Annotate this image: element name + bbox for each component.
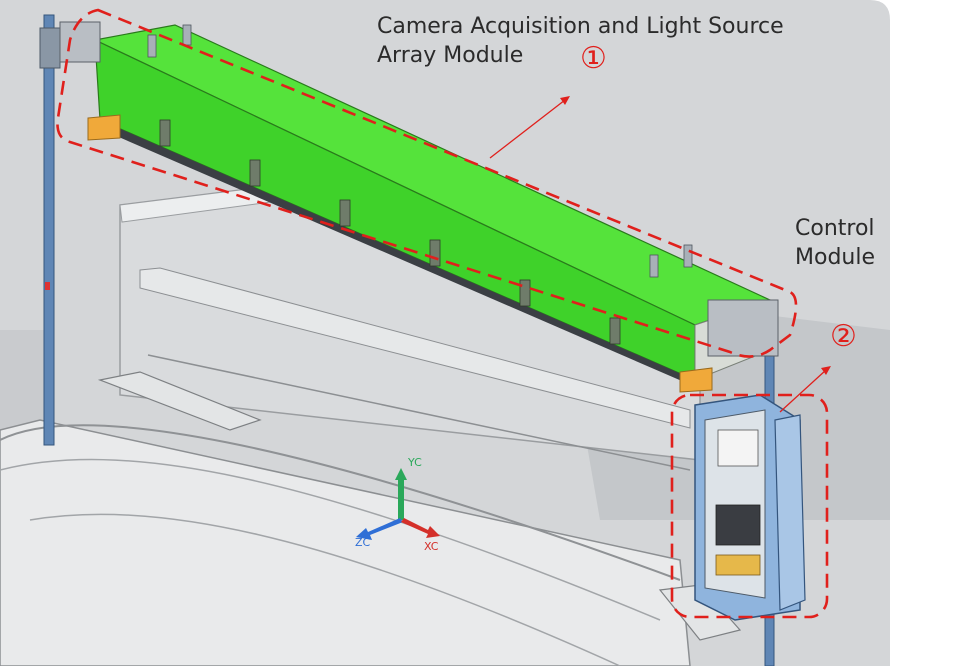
- camera-module-base-rail: [98, 120, 698, 388]
- module-1-number: ①: [580, 41, 607, 76]
- left-end-bracket: [87, 114, 121, 141]
- module-2-number: ②: [830, 319, 857, 354]
- leader-arrow-module-1: [489, 96, 570, 159]
- callout-outline-module-2: [670, 393, 829, 619]
- leader-arrow-module-2: [779, 366, 831, 413]
- machine-rail: [139, 267, 691, 429]
- left-pole-clamp: [39, 27, 61, 69]
- roller-edge-1: [0, 424, 681, 581]
- roller-edge-2: [0, 458, 661, 621]
- callout-outline-module-1: [56, 8, 798, 358]
- zc-axis-arrow: [356, 518, 403, 540]
- front-bracket-right: [658, 584, 742, 641]
- pole-marker: [45, 282, 50, 290]
- module-2-title: Control Module: [795, 214, 875, 272]
- module-2-title-line-2: Module: [795, 245, 875, 270]
- module-1-title-line-2: Array Module: [377, 43, 524, 68]
- cabinet-power-supply: [715, 504, 761, 546]
- yc-axis-label: YC: [407, 456, 422, 469]
- right-mount-block: [707, 299, 779, 357]
- module-1-title-line-1: Camera Acquisition and Light Source: [377, 14, 784, 39]
- left-support-pole: [43, 14, 55, 446]
- xc-axis-label: XC: [424, 540, 439, 553]
- zc-axis-label: ZC: [355, 536, 371, 549]
- cabinet-breaker: [717, 429, 759, 467]
- front-bracket: [97, 371, 262, 431]
- yc-axis-arrow: [395, 468, 407, 520]
- coordinate-axes: YC ZC XC: [355, 456, 440, 553]
- module-2-title-line-1: Control: [795, 216, 875, 241]
- camera-mount-clips: [159, 119, 621, 345]
- module-1-title: Camera Acquisition and Light Source Arra…: [377, 12, 784, 70]
- machine-seam: [147, 354, 691, 471]
- roller-edge-3: [29, 513, 621, 666]
- xc-axis-arrow: [401, 518, 440, 538]
- cabinet-terminal-block: [715, 554, 761, 576]
- right-end-bracket: [679, 367, 713, 393]
- left-mount-block: [59, 21, 101, 63]
- cabinet-door: [774, 414, 806, 611]
- left-housing: [0, 330, 45, 430]
